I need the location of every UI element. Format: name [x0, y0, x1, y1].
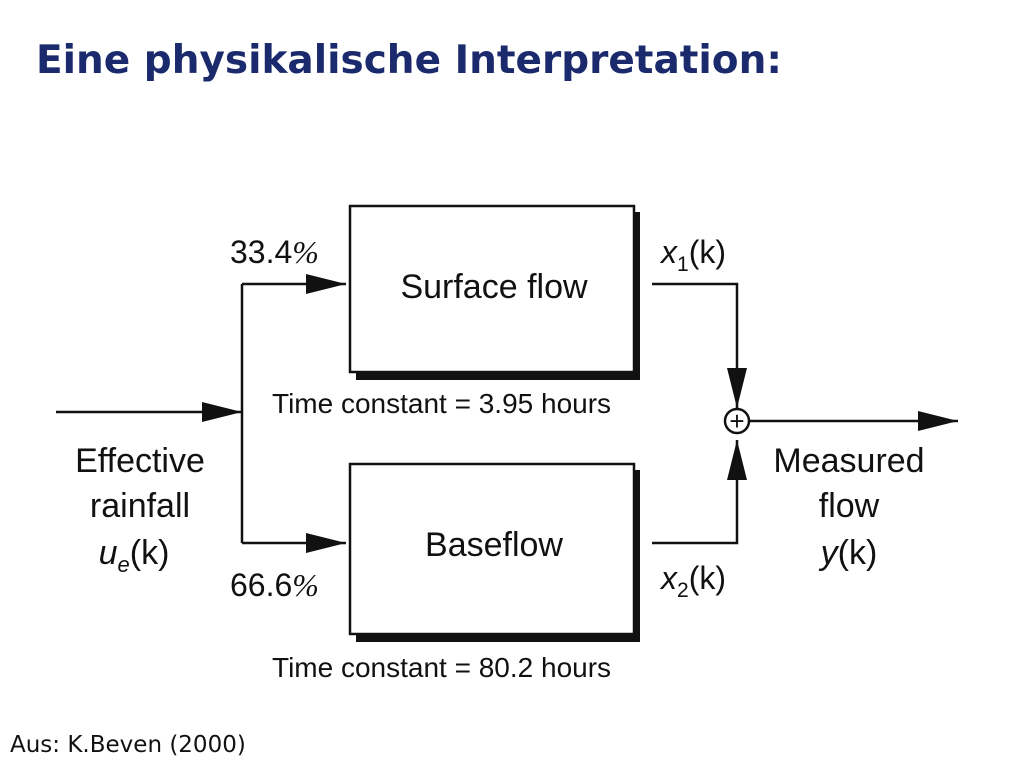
output-label: Measured flow y(k): [773, 442, 924, 572]
baseflow-time-constant: Time constant = 80.2 hours: [272, 652, 611, 683]
slide-title: Eine physikalische Interpretation:: [36, 38, 782, 83]
summing-junction: +: [723, 406, 751, 436]
output-label-symbol: y: [819, 534, 840, 572]
baseflow-output-subscript: 2: [677, 579, 689, 602]
output-label-signal: y(k): [819, 534, 878, 572]
surface-flow-share: 33.4%: [230, 234, 319, 270]
surface-flow-output-subscript: 1: [677, 253, 689, 276]
surface-flow-box: [348, 204, 636, 374]
surface-flow-block: Surface flow: [348, 204, 640, 380]
baseflow-output-label: x2(k): [659, 560, 726, 602]
surface-flow-output-arg: (k): [689, 234, 726, 270]
baseflow-output-arg: (k): [689, 560, 726, 596]
baseflow-box: [348, 462, 636, 636]
summing-junction-symbol: +: [729, 406, 744, 436]
input-label-symbol: u: [99, 534, 118, 572]
output-label-arg: (k): [838, 534, 878, 572]
output-label-line2: flow: [819, 487, 880, 525]
input-label-signal: ue(k): [99, 534, 170, 577]
surface-flow-share-percent: %: [292, 234, 319, 270]
output-label-line1: Measured: [773, 442, 924, 480]
baseflow-label: Baseflow: [425, 526, 563, 564]
input-label-line2: rainfall: [90, 487, 190, 525]
surface-flow-output-symbol: x: [659, 234, 678, 270]
surface-flow-output-label: x1(k): [659, 234, 726, 276]
baseflow-output-symbol: x: [659, 560, 678, 596]
surface-flow-share-value: 33.4: [230, 234, 292, 270]
surface-flow-label: Surface flow: [400, 268, 588, 306]
baseflow-share-percent: %: [292, 567, 319, 603]
input-label-line1: Effective: [75, 442, 205, 480]
surface-flow-output-arrow: [652, 282, 747, 408]
surface-flow-time-constant: Time constant = 3.95 hours: [272, 388, 611, 419]
input-label-subscript: e: [118, 552, 130, 577]
baseflow-share-value: 66.6: [230, 567, 292, 603]
baseflow-block: Baseflow: [348, 462, 640, 642]
baseflow-share: 66.6%: [230, 567, 319, 603]
input-label-arg: (k): [130, 534, 170, 572]
source-citation: Aus: K.Beven (2000): [10, 732, 246, 758]
baseflow-output-arrow: [652, 440, 747, 545]
input-label: Effective rainfall ue(k): [75, 442, 205, 577]
